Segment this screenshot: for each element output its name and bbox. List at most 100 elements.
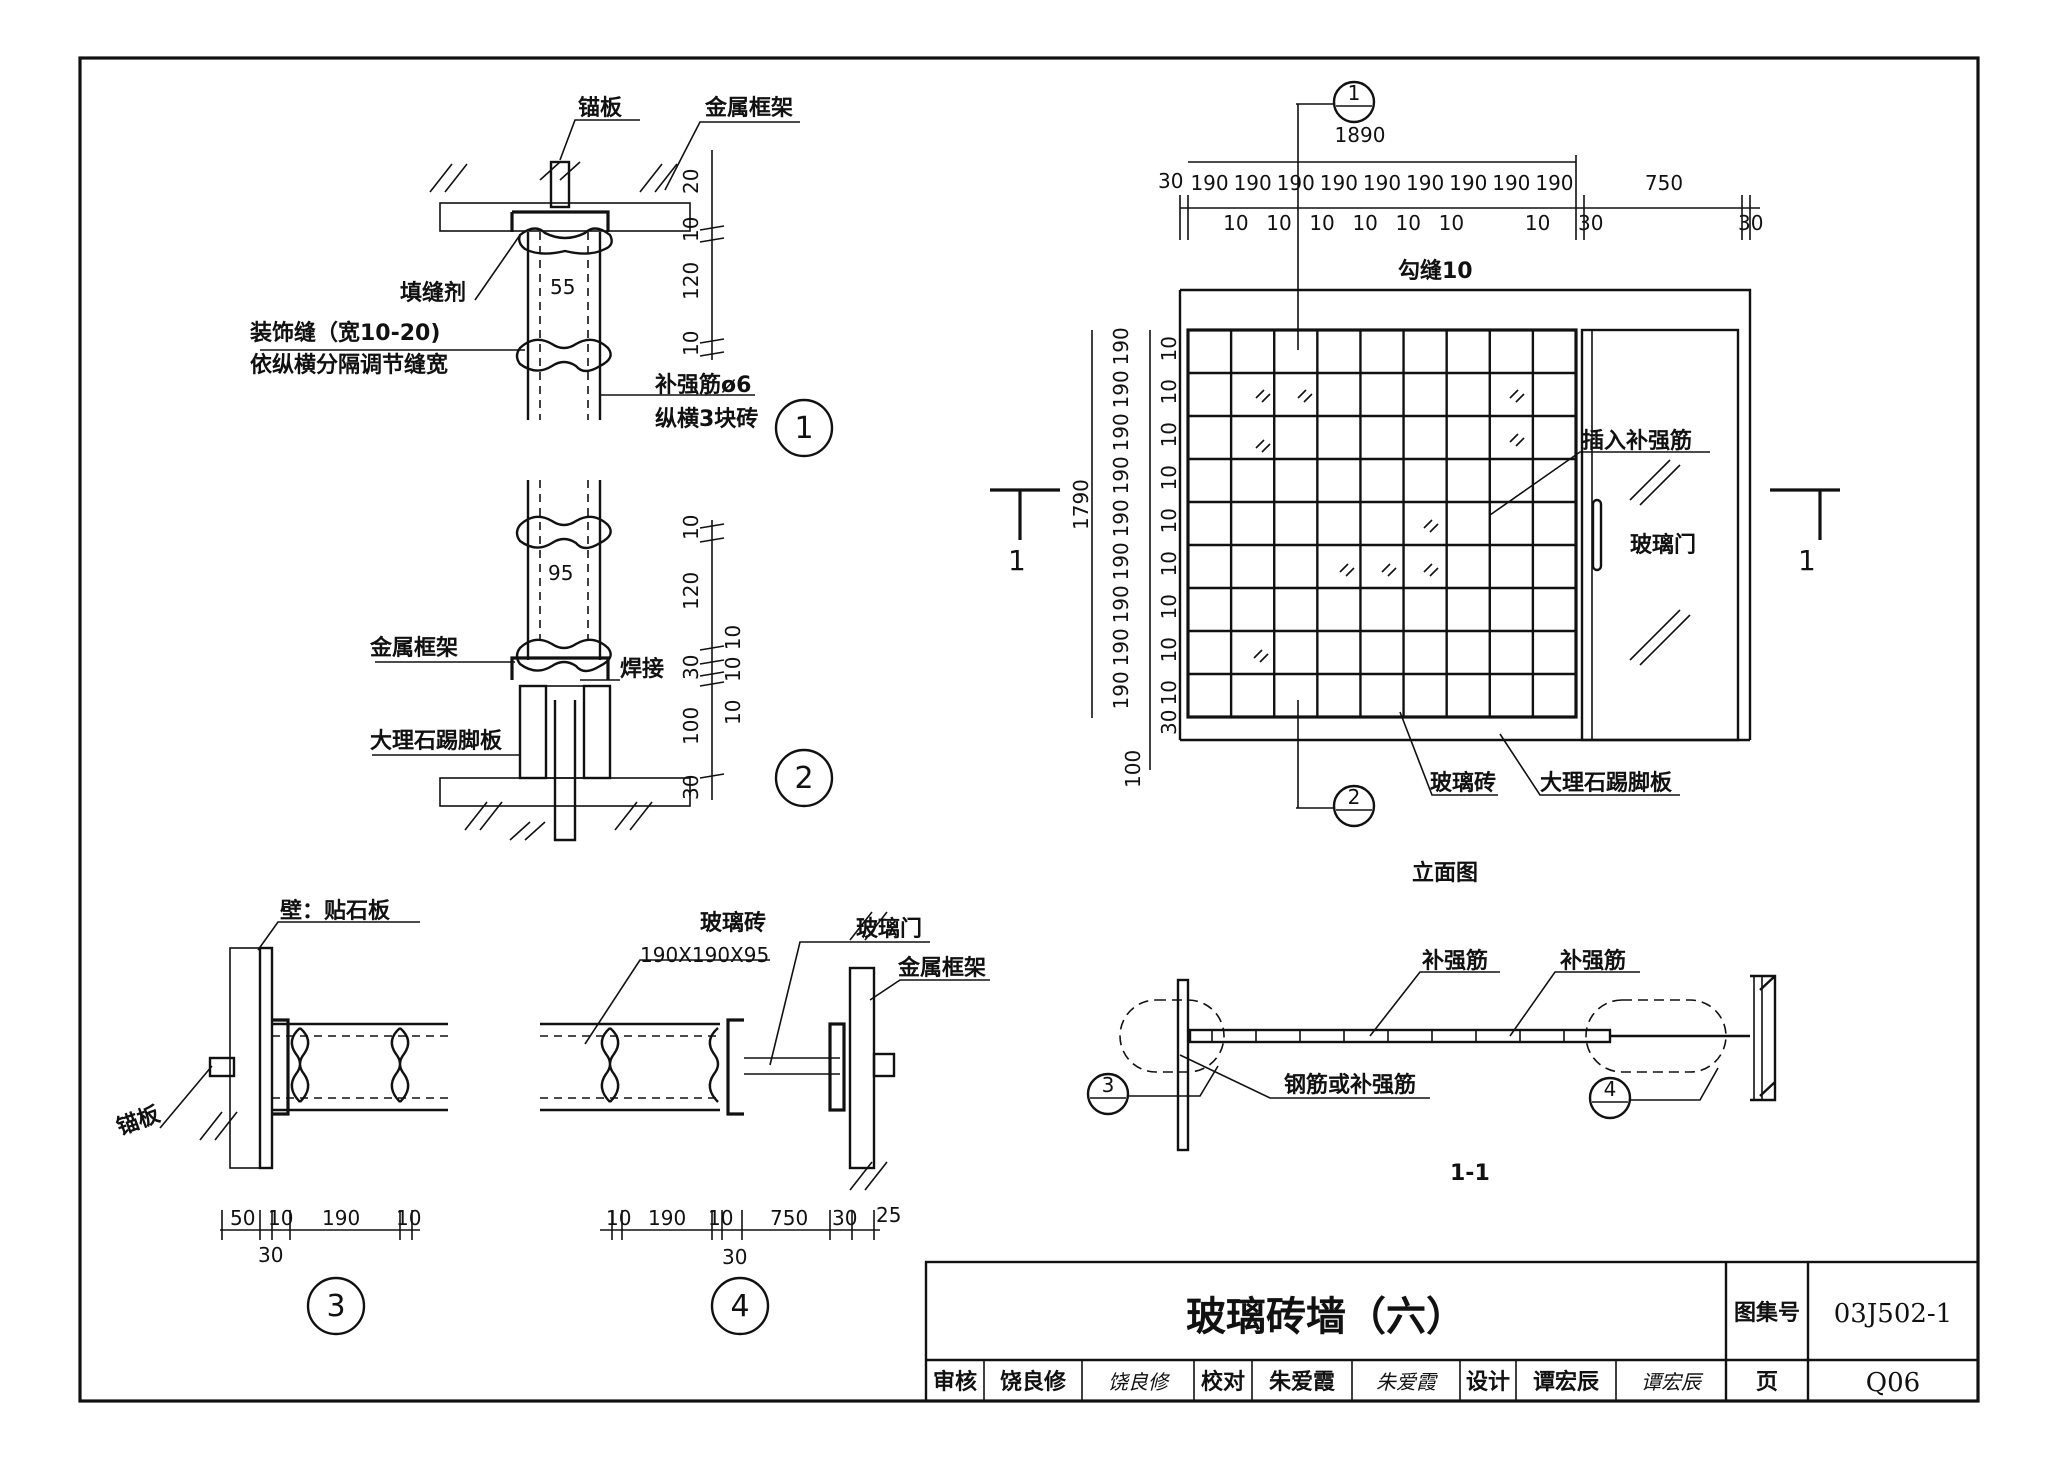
callout-3: [1086, 1072, 1130, 1116]
label-insert-rebar: 插入补强筋: [1582, 428, 1692, 454]
label-joint-1: 装饰缝（宽10-20): [250, 320, 440, 346]
dim-10-top: 10: [679, 515, 703, 540]
dim-20: 20: [679, 169, 703, 194]
checker-signature: 朱爱霞: [1376, 1370, 1438, 1394]
dim-vjoint-height: 10: [1157, 379, 1181, 404]
callout-2-number: 2: [1348, 785, 1361, 809]
section-1-1: 钢筋或补强筋 补强筋 补强筋 3 4 1-1: [1086, 948, 1777, 1186]
label-marble-skirting: 大理石踢脚板: [1540, 771, 1673, 796]
break-line-bottom: [849, 1161, 888, 1191]
dim4-10b: 10: [708, 1206, 733, 1230]
atlas-label: 图集号: [1734, 1300, 1800, 1326]
dim-vjoint-height: 10: [1157, 336, 1181, 361]
metal-channel: [726, 1018, 744, 1116]
label-grout: 勾缝10: [1398, 258, 1473, 284]
dim-bottom-100: 100: [1121, 750, 1145, 788]
dim-row-height: 190: [1109, 327, 1133, 365]
callout-ring-right: [1585, 999, 1727, 1073]
brick-joint-bulge: [515, 515, 612, 550]
glass-reflect-bottom: [1629, 609, 1691, 666]
brick-grid-lines: [1188, 330, 1576, 717]
brick-joint-a: [290, 1027, 310, 1103]
leader-anchor: [159, 1065, 213, 1129]
metal-channel: [272, 1018, 290, 1116]
label-glass-brick: 玻璃砖: [700, 910, 766, 936]
brick-joint-b: [708, 1027, 720, 1103]
label-joint-2: 依纵横分隔调节缝宽: [250, 352, 448, 378]
callout-4: [1588, 1076, 1632, 1120]
label-rebar-2: 纵横3块砖: [655, 406, 758, 432]
break-line-rod: [539, 161, 581, 181]
leader-anchor: [559, 119, 640, 161]
dim3-30: 30: [258, 1243, 283, 1267]
dim-col-width: 190: [1535, 171, 1573, 195]
label-metal-frame: 金属框架: [704, 95, 793, 121]
dim-ticks-4: [611, 1210, 875, 1240]
anchor-rod: [549, 160, 571, 209]
dim-vjoint-height: 10: [1157, 551, 1181, 576]
dim-joint-width: 10: [1439, 211, 1464, 235]
anchor-plate: [208, 1056, 236, 1078]
dim-row-height: 190: [1109, 413, 1133, 451]
dim-100: 100: [679, 707, 703, 745]
checker-name: 朱爱霞: [1269, 1370, 1336, 1395]
label-rebar-1: 补强筋ø6: [654, 372, 751, 398]
brick-joint-bottom: [515, 638, 612, 673]
section-mark-left: [990, 488, 1060, 540]
dim-ticks-top: [1179, 155, 1751, 240]
leader-glass-brick: [1399, 711, 1498, 796]
label-glass-brick: 玻璃砖: [1430, 770, 1496, 796]
dim-col-width: 190: [1234, 171, 1272, 195]
anchor-rod: [553, 700, 577, 842]
label-anchor-plate: 锚板: [113, 1101, 164, 1141]
check-label: 校对: [1201, 1369, 1245, 1395]
title-block: 玻璃砖墙（六） 图集号 03J502-1 审核 饶良修 饶良修 校对 朱爱霞 朱…: [924, 1260, 1980, 1403]
dim-col-width: 190: [1277, 171, 1315, 195]
dim3-190: 190: [322, 1206, 360, 1230]
label-wall: 壁：贴石板: [280, 898, 391, 924]
callout-3-number: 3: [1102, 1073, 1115, 1097]
skirting-left: [518, 684, 548, 780]
dim4-30b: 30: [722, 1245, 747, 1269]
skirting-core: [545, 685, 585, 779]
break-line-right: [639, 163, 678, 193]
brick-row: [1188, 1028, 1612, 1044]
break-line-left: [464, 801, 503, 831]
dim-joint-width: 10: [1309, 211, 1334, 235]
leader-metal-frame: [869, 979, 990, 1001]
brick-joint-b: [390, 1027, 410, 1103]
brick-joint-a: [600, 1027, 620, 1103]
glass-reflect-top: [1629, 459, 1681, 506]
title-bottom-cells: [983, 1360, 1617, 1401]
dim-row-30: 30: [1157, 710, 1181, 735]
label-rebar-a: 补强筋: [1421, 948, 1488, 974]
section-1-left: 1: [1008, 544, 1026, 577]
detail-1-number: 1: [794, 411, 813, 446]
dim-joint-width: 10: [1396, 211, 1421, 235]
review-label: 审核: [933, 1369, 977, 1395]
leader-insert-rebar: [1489, 451, 1710, 516]
wall-frame: [1180, 288, 1752, 740]
callout-4-number: 4: [1604, 1077, 1617, 1101]
dim4-190: 190: [648, 1206, 686, 1230]
rebar-ticks: [1211, 1030, 1565, 1042]
callout-1-number: 1: [1348, 81, 1361, 105]
sheet-border: [78, 56, 1980, 1403]
dim-row-height: 190: [1109, 671, 1133, 709]
dim4-10a: 10: [606, 1206, 631, 1230]
dim-30b: 30: [679, 775, 703, 800]
glass-door: [1580, 328, 1740, 742]
dim3-10a: 10: [268, 1206, 293, 1230]
reviewer-name: 饶良修: [1000, 1369, 1067, 1395]
dim-col-width: 190: [1320, 171, 1358, 195]
callout-1-leader: [1296, 103, 1334, 350]
label-rebar-or: 钢筋或补强筋: [1284, 1072, 1416, 1098]
dim-ticks-2: [699, 523, 725, 779]
detail-4: 玻璃砖 190X190X95 玻璃门 金属框架 10 190 10 750 30…: [540, 910, 990, 1336]
dim-120: 120: [679, 262, 703, 300]
